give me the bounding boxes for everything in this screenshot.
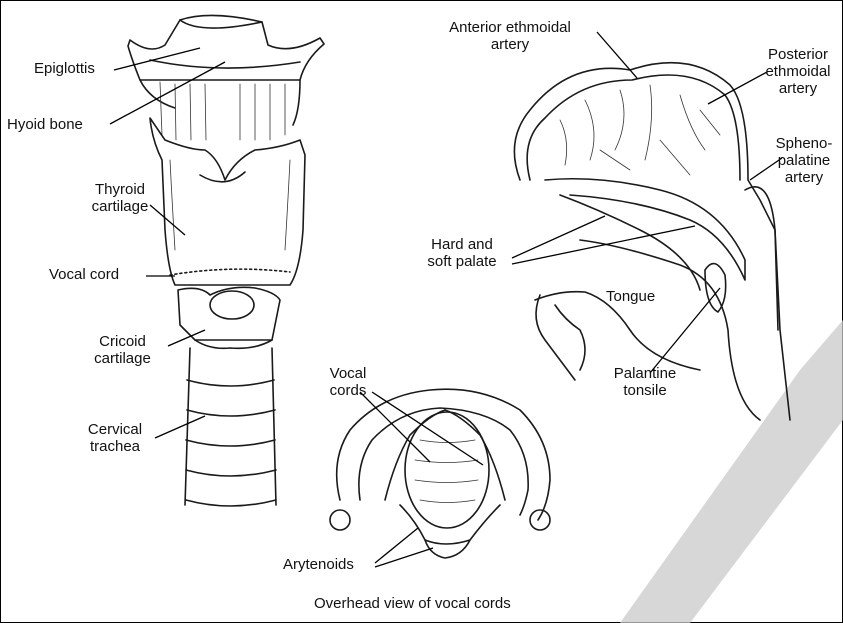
leader-tonsil xyxy=(650,288,720,373)
label-vocal-cords: Vocal cords xyxy=(318,365,378,399)
label-palantine-tonsile: Palantine tonsile xyxy=(600,365,690,399)
vocal-cords-overhead-view xyxy=(330,389,550,558)
label-arytenoids: Arytenoids xyxy=(283,556,354,573)
label-tongue: Tongue xyxy=(606,288,655,305)
leader-arytenoids-b xyxy=(375,548,433,567)
label-hyoid-bone: Hyoid bone xyxy=(7,116,83,133)
leader-vocal-cords-b xyxy=(372,392,483,465)
label-vocal-cord: Vocal cord xyxy=(49,266,119,283)
leader-anterior-ethmoidal xyxy=(597,32,637,78)
caption-overhead-view: Overhead view of vocal cords xyxy=(314,595,511,612)
label-sphenopalatine-artery: Spheno- palatine artery xyxy=(767,135,841,186)
leader-palate-hard xyxy=(512,216,605,258)
label-cervical-trachea: Cervical trachea xyxy=(70,421,160,455)
label-hard-soft-palate: Hard and soft palate xyxy=(412,236,512,270)
label-epiglottis: Epiglottis xyxy=(34,60,95,77)
leader-trachea xyxy=(155,416,205,438)
leader-hyoid xyxy=(110,62,225,124)
label-anterior-ethmoidal-artery: Anterior ethmoidal artery xyxy=(420,19,600,53)
label-thyroid-cartilage: Thyroid cartilage xyxy=(75,181,165,215)
leader-arytenoids-a xyxy=(375,528,418,563)
label-posterior-ethmoidal-artery: Posterior ethmoidal artery xyxy=(755,46,841,97)
label-cricoid-cartilage: Cricoid cartilage xyxy=(75,333,170,367)
